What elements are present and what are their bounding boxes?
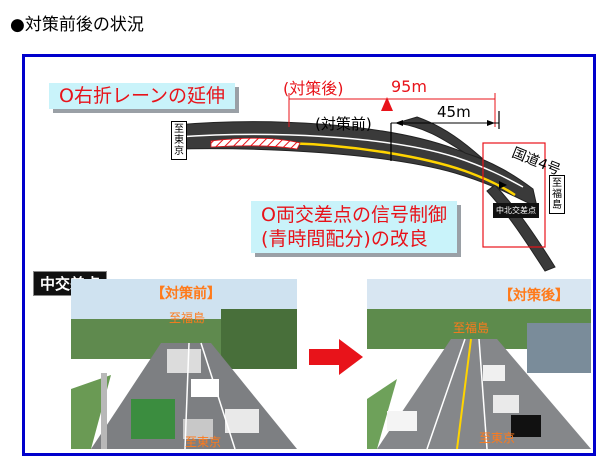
photo-after: [367, 279, 591, 449]
arrow-icon: [309, 339, 363, 375]
photo-after-label: 【対策後】: [499, 288, 569, 304]
label-after: (対策後): [283, 79, 344, 98]
page-title: ●対策前後の状況: [10, 15, 144, 35]
photo-after-dir-top: 至福島: [453, 321, 490, 335]
photo-before: [71, 279, 297, 449]
lane-line-yellow: [284, 141, 516, 197]
extension-hatch: [210, 137, 301, 150]
callout-signal-line2: (青時間配分)の改良: [261, 228, 428, 250]
photo-after-dir-bottom: 至東京: [479, 431, 516, 445]
photo-after-scene: [367, 279, 591, 449]
photo-before-scene: [71, 279, 297, 449]
photo-before-label: 【対策前】: [151, 286, 221, 302]
callout-signal: O両交差点の信号制御 (青時間配分)の改良: [251, 201, 457, 253]
intersection-name: 中北交差点: [493, 203, 539, 218]
dir-fukushima-sign: 至福島: [549, 175, 565, 214]
main-panel: O右折レーンの延伸 (対策後) 95m (対策前) 45m 国道4号 至東京 至…: [22, 54, 596, 456]
callout-extend-lane: O右折レーンの延伸: [49, 83, 236, 109]
dist-95: 95m: [391, 77, 427, 96]
label-before: (対策前): [315, 115, 372, 133]
callout-signal-line1: O両交差点の信号制御: [261, 204, 447, 226]
dir-tokyo-sign: 至東京: [171, 121, 187, 160]
photo-before-dir-top: 至福島: [169, 311, 206, 325]
intersection-box: [482, 142, 546, 248]
dist-45: 45m: [437, 103, 471, 121]
photo-before-dir-bottom: 至東京: [185, 435, 222, 449]
lane-line-white: [176, 133, 524, 188]
